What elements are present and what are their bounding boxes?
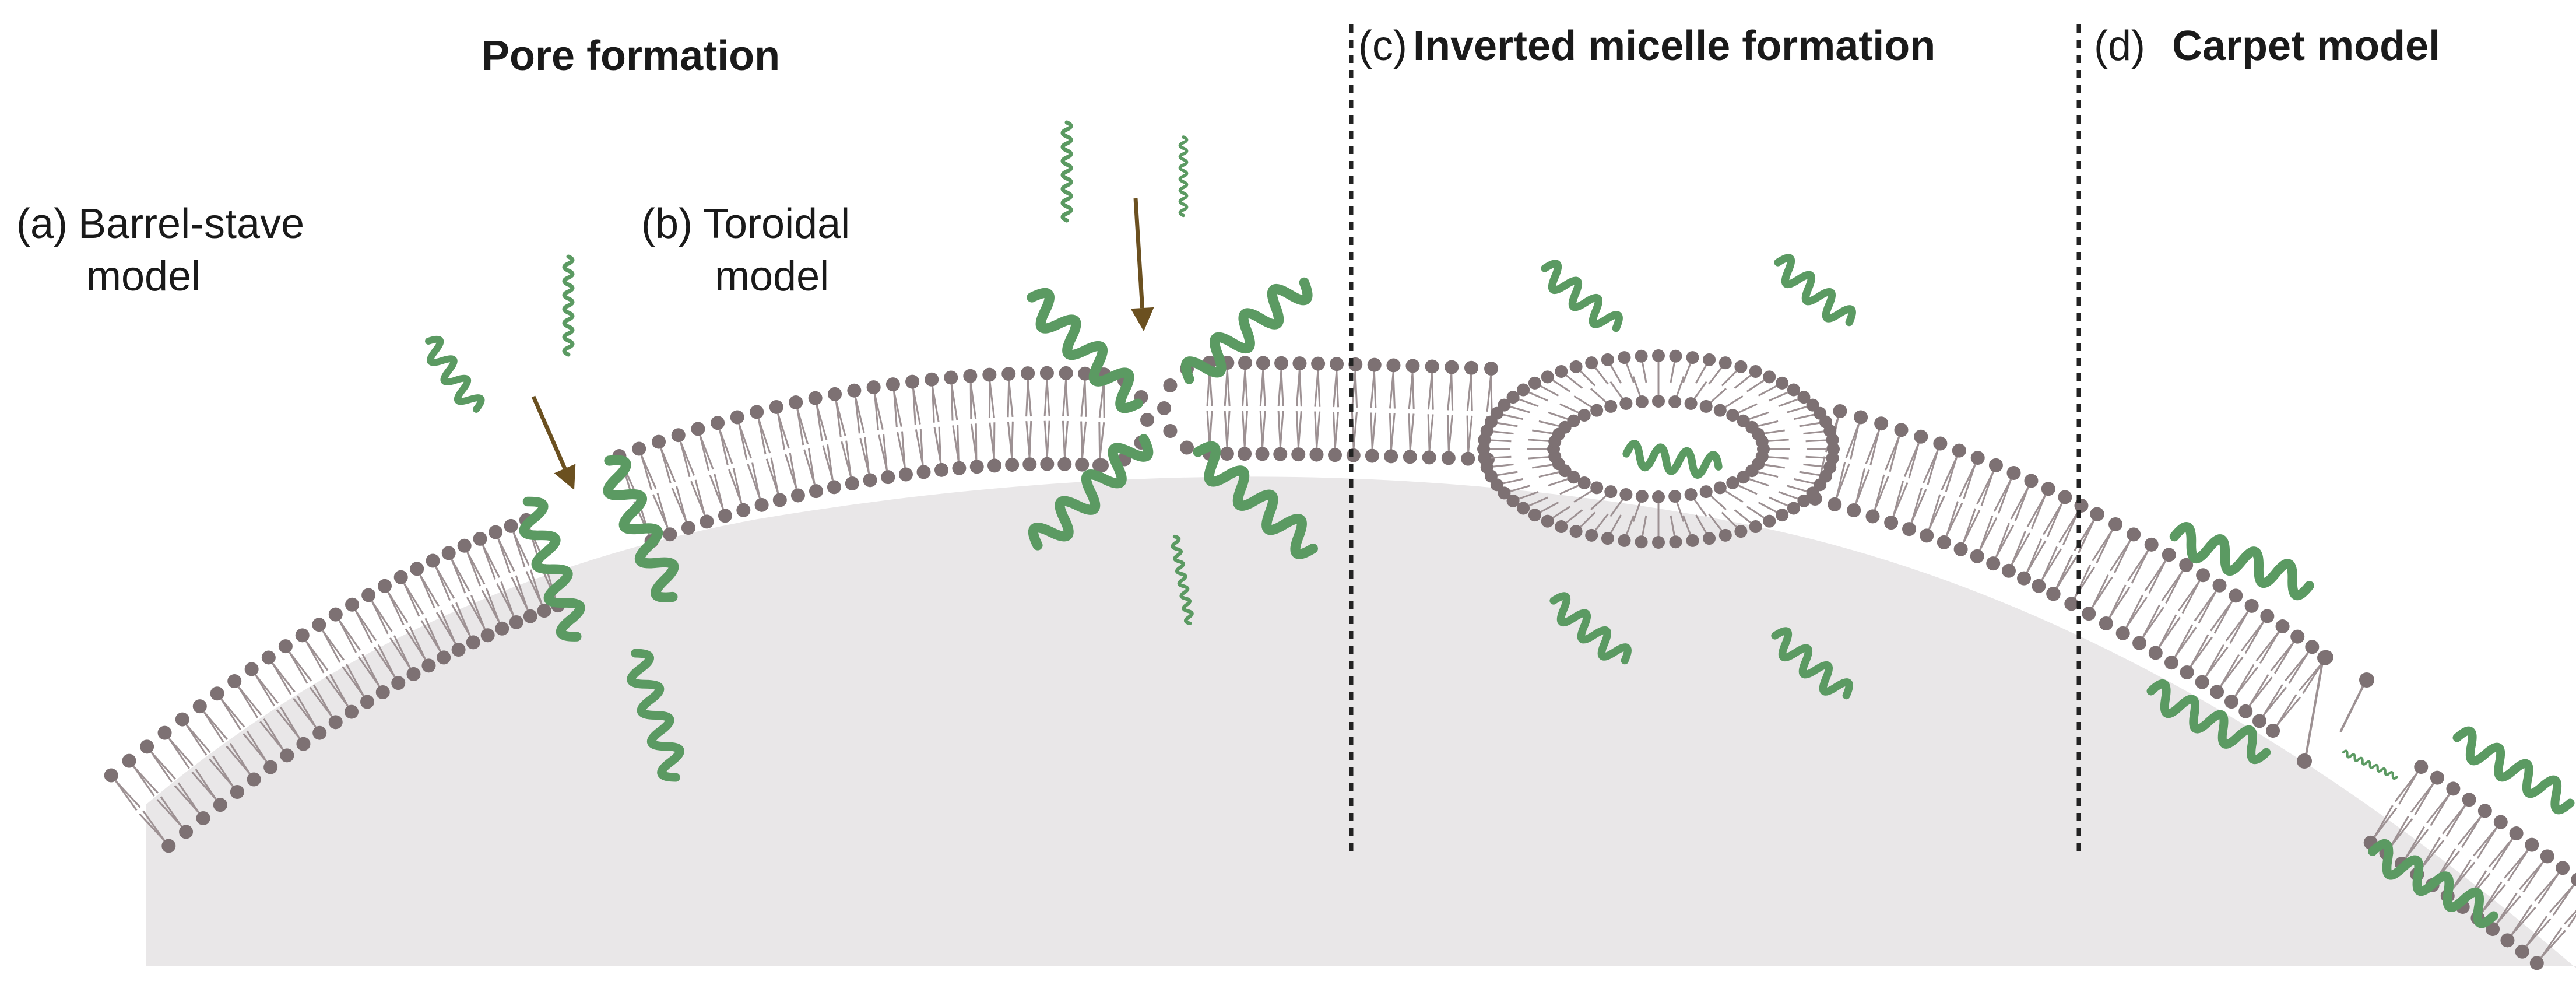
peptide-b-free-1 xyxy=(1063,122,1071,220)
peptide-a-free-2 xyxy=(420,335,484,415)
peptide-b-pore-ur xyxy=(1180,272,1313,390)
panel-b-line1: Toroidal xyxy=(703,201,850,247)
panel-a-prefix: (a) xyxy=(16,201,68,247)
pore-formation-title: Pore formation xyxy=(482,32,780,80)
peptide-d-top-1 xyxy=(2170,524,2314,598)
detached-lipids xyxy=(2297,650,2374,769)
peptide-c-free-2 xyxy=(1771,254,1857,331)
peptide-d-small xyxy=(2342,750,2398,779)
peptide-a-free-1 xyxy=(564,257,572,355)
arrow-toroidal xyxy=(1131,198,1154,331)
panel-d-prefix: (d) xyxy=(2094,23,2145,69)
panel-c-title: Inverted micelle formation xyxy=(1413,23,1935,69)
panel-b-label: (b)Toroidal xyxy=(641,200,850,248)
panel-a-line1: Barrel-stave xyxy=(78,201,304,247)
peptide-c-free-1 xyxy=(1538,260,1623,336)
panel-a-line2: model xyxy=(86,253,201,301)
panel-c-prefix: (c) xyxy=(1358,23,1407,69)
panel-b-prefix: (b) xyxy=(641,201,693,247)
peptide-b-free-2 xyxy=(1180,137,1186,215)
arrow-barrel-stave xyxy=(533,397,575,490)
panel-a-label: (a)Barrel-stave xyxy=(16,200,304,248)
panel-b-line2: model xyxy=(715,253,829,301)
panel-d-title: Carpet model xyxy=(2172,23,2440,69)
panel-c-label: (c)Inverted micelle formation xyxy=(1358,22,1935,71)
panel-d-label: (d) Carpet model xyxy=(2094,22,2440,71)
peptide-c-inner xyxy=(1625,443,1720,478)
